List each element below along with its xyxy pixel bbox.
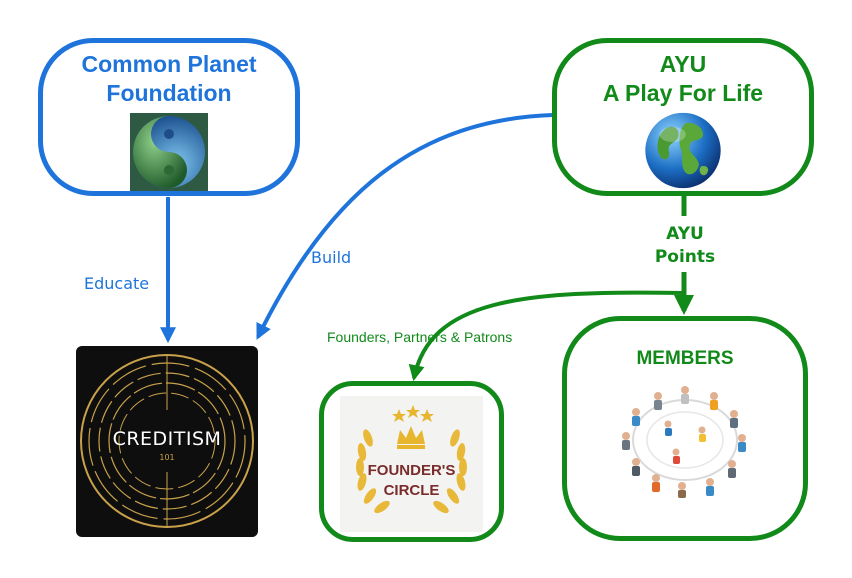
- build-label: Build: [311, 248, 352, 267]
- educate-label: Educate: [84, 274, 150, 293]
- creditism-node: CREDITISM 101: [76, 346, 258, 537]
- creditism-sub-text: 101: [159, 453, 175, 462]
- ayu-points-label-2: Points: [654, 247, 716, 267]
- common-planet-title: Common Planet Foundation: [81, 51, 257, 106]
- members-node: MEMBERS: [562, 316, 808, 541]
- laurel-crown-icon: [356, 405, 467, 514]
- founders-circle-node: FOUNDER'S CIRCLE: [319, 381, 504, 542]
- ayu-points-label-1: AYU: [666, 224, 704, 244]
- members-title: MEMBERS: [636, 348, 734, 369]
- creditism-main-text: CREDITISM: [112, 428, 222, 450]
- ayu-node: AYU A Play For Life: [552, 38, 814, 196]
- founders-partners-label: Founders, Partners & Patrons: [327, 329, 513, 345]
- creditism-logo: [80, 354, 254, 528]
- founders-circle-line2: CIRCLE: [383, 482, 440, 499]
- founders-circle-line1: FOUNDER'S: [367, 462, 456, 479]
- globe-icon: [645, 112, 721, 189]
- build-arrow: [256, 113, 553, 340]
- founders-arrow: [408, 290, 685, 382]
- yin-yang-earth-icon: [130, 113, 208, 191]
- founders-circle-badge: FOUNDER'S CIRCLE: [340, 396, 483, 532]
- ayu-title: AYU A Play For Life: [602, 51, 764, 106]
- people-circle-icon: [622, 386, 746, 498]
- common-planet-node: Common Planet Foundation: [38, 38, 300, 196]
